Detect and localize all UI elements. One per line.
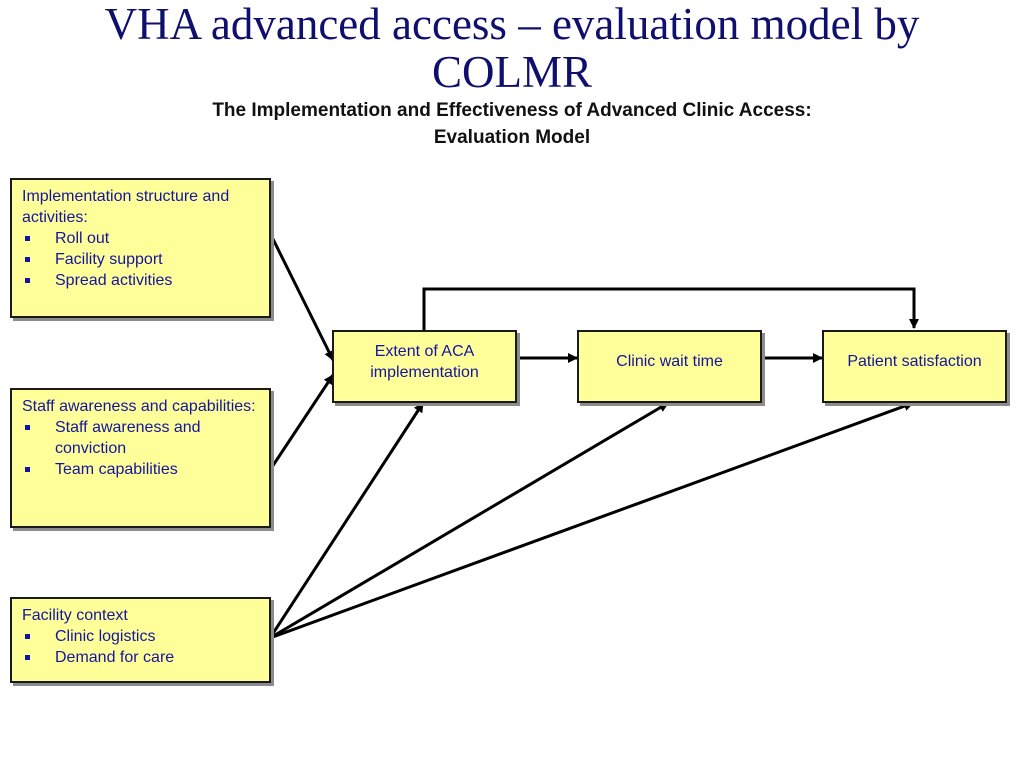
input-box-implementation: Implementation structure and activities:… — [10, 178, 271, 318]
list-item: Staff awareness and conviction — [22, 417, 259, 459]
list-item: Spread activities — [22, 270, 259, 291]
arrow-context-to-extent — [268, 402, 425, 639]
list-item: Demand for care — [22, 647, 259, 668]
slide-title-line-2: COLMR — [431, 47, 593, 97]
flow-box-extent-of-implementation: Extent of ACA implementation — [332, 330, 517, 403]
flow-box-label: Patient satisfaction — [847, 353, 982, 370]
input-box-list: Staff awareness and conviction Team capa… — [22, 417, 259, 480]
arrow-implementation-to-extent — [268, 232, 335, 361]
diagram-title-line-2: Evaluation Model — [433, 127, 591, 148]
list-item: Roll out — [22, 228, 259, 249]
input-box-heading: Implementation structure and activities: — [22, 188, 230, 226]
input-box-staff-awareness: Staff awareness and capabilities: Staff … — [10, 388, 271, 528]
input-box-heading: Staff awareness and capabilities: — [22, 398, 256, 415]
arrow-extent-to-satisfaction-bypass — [422, 287, 919, 331]
slide-title: VHA advanced access – evaluation model b… — [0, 0, 1024, 96]
arrow-context-to-satisfaction — [269, 401, 914, 640]
list-item: Clinic logistics — [22, 626, 259, 647]
input-box-list: Roll out Facility support Spread activit… — [22, 228, 259, 291]
flow-box-clinic-wait-time: Clinic wait time — [577, 330, 762, 403]
list-item: Team capabilities — [22, 459, 259, 480]
flow-box-label: Clinic wait time — [616, 353, 723, 370]
arrow-staff-to-extent — [268, 374, 335, 471]
input-box-heading: Facility context — [22, 607, 128, 624]
flow-box-patient-satisfaction: Patient satisfaction — [822, 330, 1007, 403]
list-item: Facility support — [22, 249, 259, 270]
input-box-list: Clinic logistics Demand for care — [22, 626, 259, 668]
slide-title-line-1: VHA advanced access – evaluation model b… — [104, 0, 920, 49]
arrow-context-to-wait-time — [269, 401, 669, 640]
diagram-title-line-1: The Implementation and Effectiveness of … — [212, 100, 812, 121]
input-box-facility-context: Facility context Clinic logistics Demand… — [10, 597, 271, 683]
flow-box-label: Extent of ACA implementation — [370, 342, 479, 381]
